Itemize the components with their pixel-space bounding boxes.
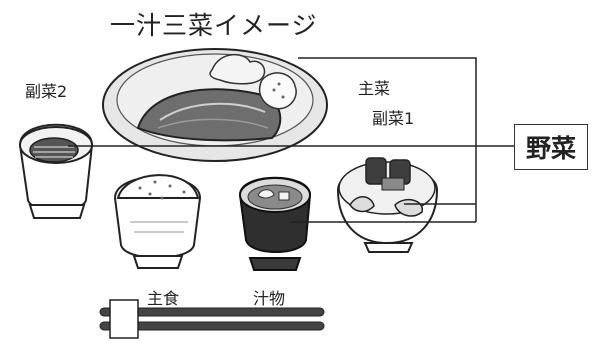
main-dish-plate bbox=[102, 48, 328, 162]
callout-leader-lines bbox=[68, 57, 514, 223]
side-dish-2-bowl bbox=[18, 123, 94, 219]
side-dish-1-bowl bbox=[336, 157, 439, 253]
diagram-title: 一汁三菜イメージ bbox=[110, 11, 318, 40]
vegetable-callout-label: 野菜 bbox=[525, 134, 576, 163]
chopsticks bbox=[99, 299, 325, 339]
label-staple-food: 主食 bbox=[147, 289, 180, 308]
label-side-dish-1: 副菜1 bbox=[372, 109, 415, 128]
soup-bowl bbox=[238, 176, 312, 271]
vegetable-callout-box: 野菜 bbox=[514, 124, 588, 170]
rice-bowl bbox=[113, 174, 202, 269]
label-soup: 汁物 bbox=[253, 289, 286, 308]
label-main-dish: 主菜 bbox=[358, 79, 391, 98]
label-side-dish-2: 副菜2 bbox=[25, 82, 68, 101]
